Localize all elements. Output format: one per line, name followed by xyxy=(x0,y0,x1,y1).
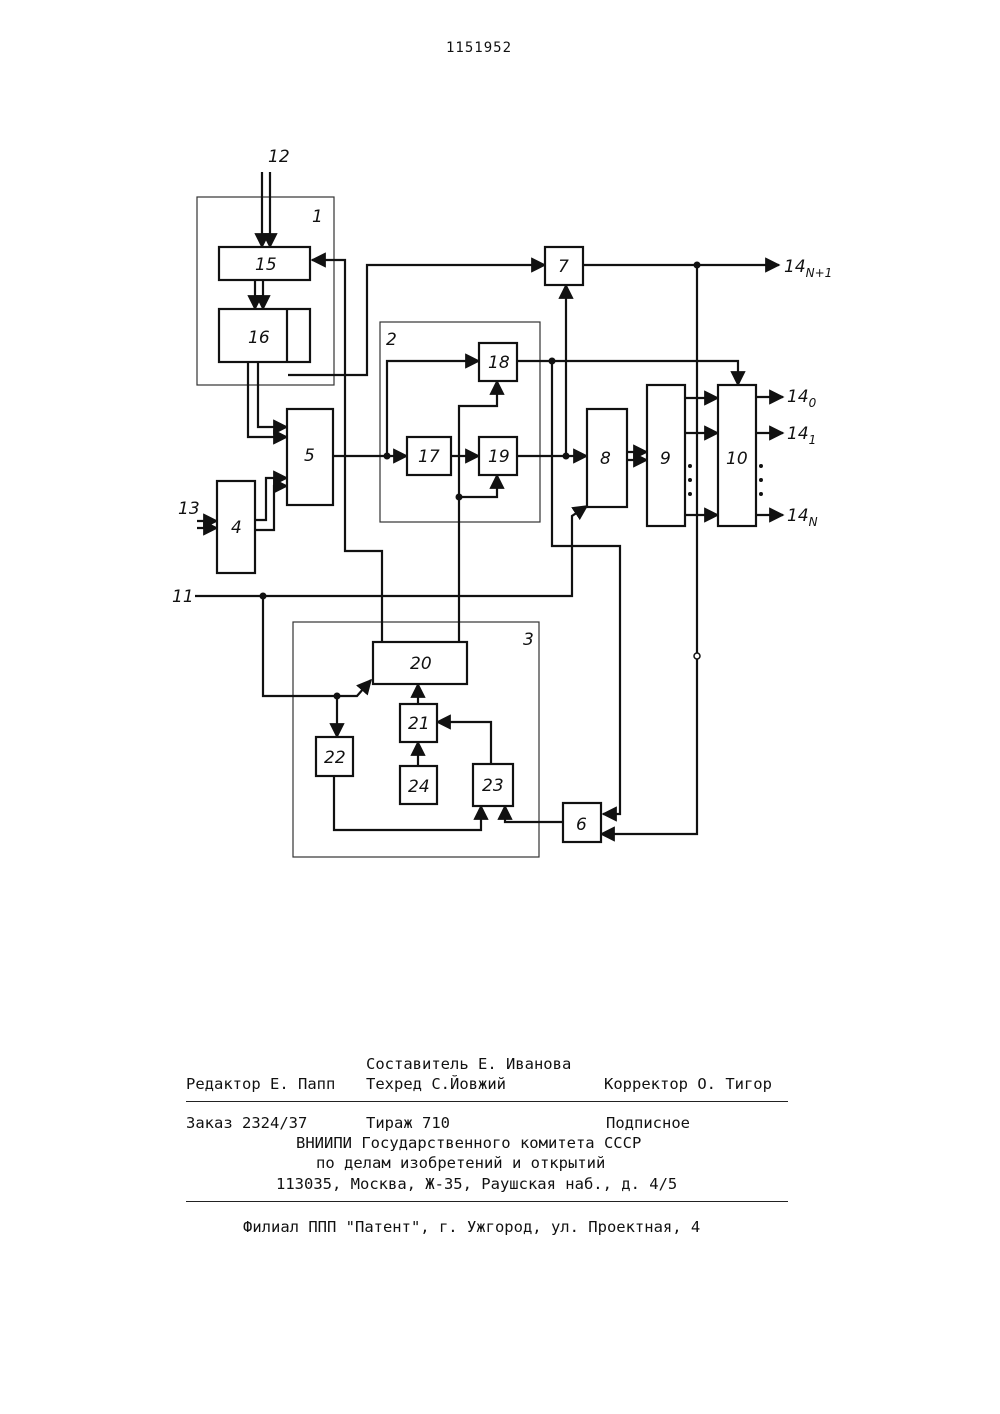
output-14-n1-label: 14N+1 xyxy=(784,257,832,280)
block-17-label: 17 xyxy=(418,447,440,467)
subscription-note: Подписное xyxy=(606,1114,690,1132)
imprint-rule-top xyxy=(186,1101,788,1102)
block-23-label: 23 xyxy=(482,776,504,796)
organization-line-1: ВНИИПИ Государственного комитета СССР xyxy=(296,1134,641,1152)
terminal-12-label: 12 xyxy=(268,147,290,167)
block-24-label: 24 xyxy=(408,777,430,797)
organization-line-2: по делам изобретений и открытий xyxy=(316,1154,605,1172)
terminal-13-label: 13 xyxy=(178,499,200,519)
block-4-label: 4 xyxy=(231,518,242,538)
block-19-label: 19 xyxy=(488,447,510,467)
block-15-label: 15 xyxy=(255,255,277,275)
block-9-label: 9 xyxy=(660,449,671,469)
order-number: Заказ 2324/37 xyxy=(186,1114,307,1132)
editor-credit: Редактор Е. Папп xyxy=(186,1075,335,1093)
group-label-3: 3 xyxy=(523,630,534,650)
branch-address: Филиал ППП "Патент", г. Ужгород, ул. Про… xyxy=(243,1218,700,1236)
group-label-1: 1 xyxy=(312,207,323,227)
block-18-label: 18 xyxy=(488,353,510,373)
techred-credit: Техред С.Йовжий xyxy=(366,1075,506,1093)
block-20-label: 20 xyxy=(410,654,432,674)
circulation: Тираж 710 xyxy=(366,1114,450,1132)
output-14-0-label: 140 xyxy=(787,387,817,410)
block-8-label: 8 xyxy=(600,449,611,469)
compiler-credit: Составитель Е. Иванова xyxy=(366,1055,571,1073)
block-7-label: 7 xyxy=(558,257,569,277)
output-14-n-label: 14N xyxy=(787,506,818,529)
block-21-label: 21 xyxy=(408,714,430,734)
output-14-1-label: 141 xyxy=(787,424,816,447)
corrector-credit: Корректор О. Тигор xyxy=(604,1075,772,1093)
group-label-2: 2 xyxy=(386,330,397,350)
block-diagram: 1 2 3 15 16 5 4 7 18 17 19 8 9 10 20 21 … xyxy=(0,0,1000,900)
terminal-11-label: 11 xyxy=(172,587,194,607)
block-16-label: 16 xyxy=(248,328,270,348)
block-10-label: 10 xyxy=(726,449,748,469)
imprint-rule-bottom xyxy=(186,1201,788,1202)
block-6-label: 6 xyxy=(576,815,587,835)
block-5-label: 5 xyxy=(304,446,315,466)
block-22-label: 22 xyxy=(324,748,346,768)
organization-address: 113035, Москва, Ж-35, Раушская наб., д. … xyxy=(276,1175,677,1193)
